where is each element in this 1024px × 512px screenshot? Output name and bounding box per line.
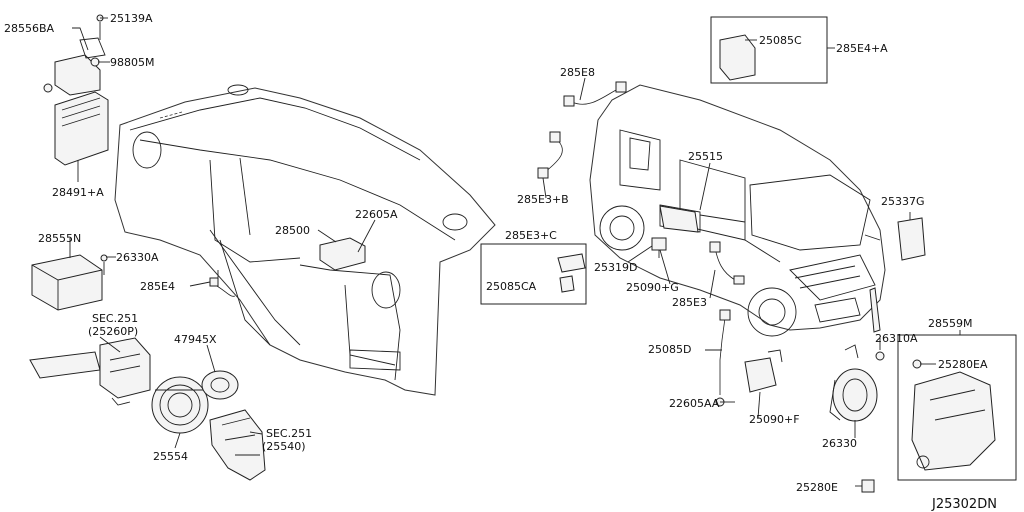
part-285e3-harness xyxy=(709,241,745,285)
label-25085c: 25085C xyxy=(759,34,802,47)
part-25280e-clip xyxy=(861,479,875,493)
label-285e4a: 285E4+A xyxy=(836,42,888,55)
label-26330: 26330 xyxy=(822,437,857,450)
label-285e3c: 285E3+C xyxy=(505,229,557,242)
callout-box-25085c xyxy=(710,16,828,84)
callout-box-285e3c xyxy=(480,243,587,305)
leader-lines xyxy=(69,17,961,487)
diagram-id: J25302DN xyxy=(931,497,997,512)
part-47945x-sensor xyxy=(201,370,239,400)
label-22605aa: 22605AA xyxy=(669,397,720,410)
label-25260p: (25260P) xyxy=(88,325,138,338)
label-25337g: 25337G xyxy=(881,195,925,208)
label-25139a: 25139A xyxy=(110,12,153,25)
label-25280ea: 25280EA xyxy=(938,358,988,371)
instrument-panel xyxy=(114,84,496,396)
part-25090f-module xyxy=(744,349,783,393)
label-25554: 25554 xyxy=(153,450,188,463)
part-25085d-harness xyxy=(715,309,731,407)
label-25085ca: 25085CA xyxy=(486,280,537,293)
part-285e8-harness xyxy=(563,81,627,107)
label-28500: 28500 xyxy=(275,224,310,237)
callout-box-28559m xyxy=(897,334,1017,481)
label-285e3b: 285E3+B xyxy=(517,193,569,206)
label-26310a: 26310A xyxy=(875,332,918,345)
label-25515: 25515 xyxy=(688,150,723,163)
part-28491a-unit xyxy=(43,14,109,166)
label-28491a: 28491+A xyxy=(52,186,104,199)
part-28559m-bracket xyxy=(897,334,1017,481)
label-28555n: 28555N xyxy=(38,232,81,245)
label-26330a: 26330A xyxy=(116,251,159,264)
part-labels: 28556BA 25139A 98805M 28491+A 28555N 263… xyxy=(4,12,988,494)
part-hardware-26310a xyxy=(869,287,881,333)
label-25540: (25540) xyxy=(262,440,306,453)
label-98805m: 98805M xyxy=(110,56,154,69)
label-sec251-a: SEC.251 xyxy=(92,312,138,325)
part-combination-switch xyxy=(29,337,151,406)
part-25554-spiral-cable xyxy=(151,376,209,434)
vehicle-body xyxy=(589,84,886,337)
label-25090f: 25090+F xyxy=(749,413,800,426)
label-285e8: 285E8 xyxy=(560,66,595,79)
label-25085d: 25085D xyxy=(648,343,691,356)
label-47945x: 47945X xyxy=(174,333,217,346)
part-28500-module xyxy=(319,237,366,271)
label-28559m: 28559M xyxy=(928,317,972,330)
label-25319d: 25319D xyxy=(594,261,637,274)
label-28556ba: 28556BA xyxy=(4,22,55,35)
part-25319d-sensor xyxy=(651,237,667,258)
part-285e3b-harness xyxy=(537,131,563,179)
part-steering-lock xyxy=(209,409,266,481)
label-22605a: 22605A xyxy=(355,208,398,221)
label-25280e: 25280E xyxy=(796,481,838,494)
label-25090g: 25090+G xyxy=(626,281,679,294)
label-285e3: 285E3 xyxy=(672,296,707,309)
part-25085c-module xyxy=(710,16,828,84)
part-26330-horn xyxy=(829,344,885,422)
part-285e3c-module xyxy=(480,243,587,305)
part-25337g-unit xyxy=(897,217,926,261)
part-28555n-box xyxy=(31,254,108,311)
part-25515-unit xyxy=(659,205,699,233)
label-sec251-b: SEC.251 xyxy=(266,427,312,440)
label-285e4: 285E4 xyxy=(140,280,175,293)
